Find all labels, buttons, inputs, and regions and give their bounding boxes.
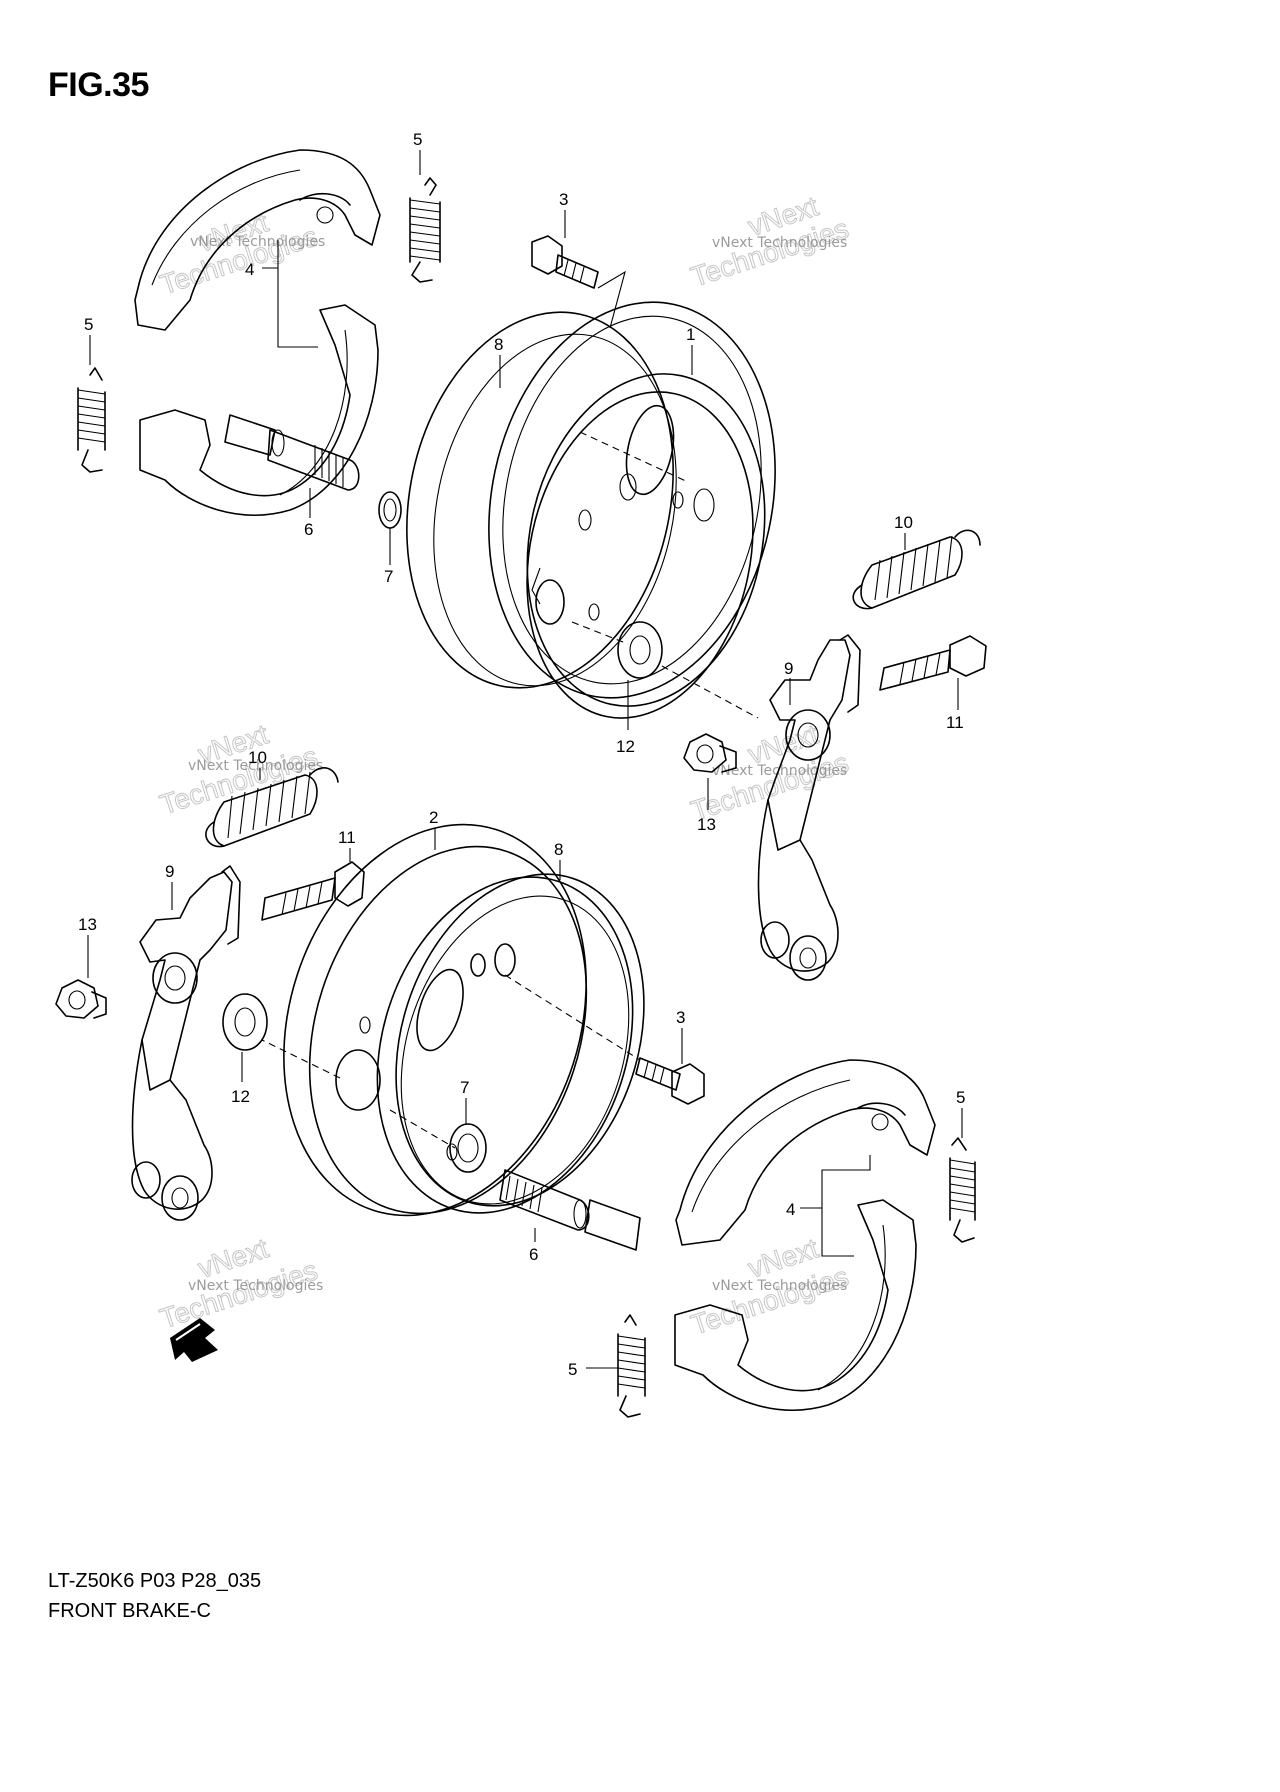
callout-8: 8: [554, 840, 563, 859]
figure-title: FIG.35: [48, 66, 149, 104]
camshaft-top: [224, 414, 360, 491]
brake-panel-top: [488, 301, 776, 719]
seal-bottom: [395, 873, 645, 1207]
svg-text:vNext Technologies: vNext Technologies: [712, 763, 847, 779]
callout-12: 12: [231, 1087, 250, 1106]
callout-5: 5: [956, 1088, 965, 1107]
callout-13: 13: [697, 815, 716, 834]
callout-1: 1: [686, 325, 695, 344]
svg-text:vNext Technologies: vNext Technologies: [188, 758, 323, 774]
watermark-top-right: vNext Technologies vNext Technologies: [687, 190, 853, 293]
washer-12-top: [617, 621, 663, 679]
callout-2: 2: [429, 808, 438, 827]
nut-13-bottom: [55, 979, 107, 1019]
svg-text:vNext Technologies: vNext Technologies: [188, 1278, 323, 1294]
watermark-bottom-right: vNext Technologies vNext Technologies: [687, 1232, 853, 1341]
callout-9: 9: [784, 659, 793, 678]
callout-11: 11: [338, 828, 356, 847]
callout-13: 13: [78, 915, 97, 934]
brake-arm-top: [757, 634, 861, 981]
callout-6: 6: [304, 520, 313, 539]
callout-3: 3: [559, 190, 568, 209]
brake-shoe-lower-top: [675, 1059, 936, 1246]
brake-drum-bottom: [283, 823, 634, 1217]
svg-text:vNext Technologies: vNext Technologies: [712, 1278, 847, 1294]
seal-top: [406, 311, 677, 689]
washer-12-bottom: [222, 993, 268, 1051]
return-spring-top: [852, 529, 981, 610]
figure-name: FRONT BRAKE-C: [48, 1600, 211, 1622]
callout-7: 7: [460, 1078, 469, 1097]
bolt-bottom: [635, 1057, 705, 1105]
center-lines: [261, 431, 759, 1149]
callout-10: 10: [894, 513, 913, 532]
brake-shoe-upper-bottom: [139, 304, 379, 516]
bolt-11-bottom: [261, 861, 365, 921]
washer-top: [378, 491, 402, 529]
return-spring-middle: [205, 767, 339, 848]
callout-7: 7: [384, 567, 393, 586]
callout-numbers: 5 5 4 6 7 3 8 1 12 10 11 9 13 10 11 2 8 …: [78, 130, 965, 1379]
nut-13-top: [683, 733, 737, 773]
leader-lines: [87, 150, 963, 1369]
callout-5: 5: [413, 130, 422, 149]
spring-lower-right: [949, 1137, 976, 1243]
callout-9: 9: [165, 862, 174, 881]
brake-shoe-lower-bottom: [674, 1199, 917, 1411]
spring-top-left: [77, 367, 106, 473]
bolt-11-top: [879, 635, 987, 691]
callout-5: 5: [568, 1360, 577, 1379]
spring-top-right: [409, 177, 441, 283]
callout-8: 8: [494, 335, 503, 354]
bolt-top: [531, 235, 599, 289]
callout-3: 3: [676, 1008, 685, 1027]
svg-text:vNext Technologies: vNext Technologies: [190, 234, 325, 250]
model-code: LT-Z50K6 P03 P28_035: [48, 1570, 262, 1592]
watermark-middle-left: vNext Technologies vNext Technologies: [156, 718, 324, 821]
callout-11: 11: [946, 713, 964, 732]
camshaft-bottom: [499, 1169, 641, 1251]
front-direction-arrow-icon: [170, 1318, 218, 1362]
callout-4: 4: [786, 1200, 795, 1219]
callout-12: 12: [616, 737, 635, 756]
callout-5: 5: [84, 315, 93, 334]
watermark-bottom-left: vNext Technologies vNext Technologies: [156, 1232, 324, 1335]
spring-lower-left: [617, 1314, 646, 1418]
callout-4: 4: [245, 260, 254, 279]
callout-6: 6: [529, 1245, 538, 1264]
watermark-top-left: vNext Technologies vNext Technologies: [156, 206, 326, 301]
callout-10: 10: [248, 748, 267, 767]
svg-text:vNext Technologies: vNext Technologies: [712, 235, 847, 251]
brake-arm-bottom: [131, 865, 241, 1221]
brake-shoe-upper-top: [134, 149, 381, 331]
